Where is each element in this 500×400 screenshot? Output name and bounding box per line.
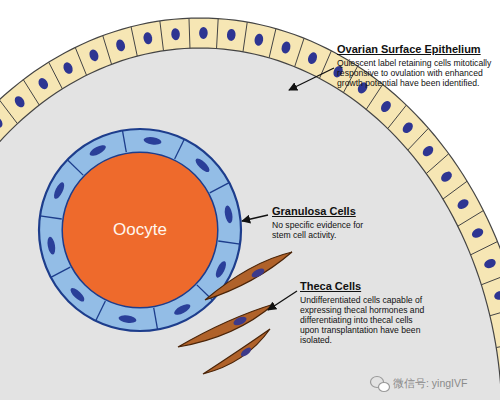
- cell-wall: [443, 181, 467, 199]
- cell-nucleus: [88, 143, 107, 158]
- watermark-bubble: [379, 383, 390, 392]
- cell-wall: [122, 131, 126, 153]
- cell-nucleus: [52, 181, 66, 200]
- cell-nucleus: [226, 28, 236, 41]
- leader-arrow: [268, 291, 297, 310]
- oocyte-circle: Oocyte: [61, 151, 219, 309]
- cell-wall: [154, 308, 158, 330]
- ovary-stroma: [0, 48, 500, 400]
- theca-nucleus: [232, 315, 248, 327]
- cell-wall: [67, 160, 83, 175]
- cell-nucleus: [46, 236, 56, 255]
- cell-wall: [96, 301, 106, 321]
- cell-wall: [481, 274, 500, 285]
- cell-nucleus: [493, 289, 500, 301]
- cell-nucleus: [173, 302, 192, 317]
- cell-wall: [40, 216, 62, 219]
- cell-nucleus: [0, 115, 5, 130]
- cell-nucleus: [37, 76, 50, 91]
- cell-wall: [210, 183, 229, 193]
- cell-nucleus: [483, 257, 497, 270]
- cell-wall: [295, 38, 304, 66]
- ovary-background: [0, 18, 500, 400]
- cell-wall: [131, 27, 137, 56]
- oocyte-label: Oocyte: [61, 220, 219, 240]
- granulosa-ring: [39, 129, 241, 331]
- cell-nucleus: [118, 314, 137, 324]
- leader-arrow: [289, 68, 334, 90]
- cell-wall: [75, 47, 86, 75]
- cell-wall: [388, 105, 407, 128]
- cell-wall: [175, 139, 185, 159]
- cell-nucleus: [88, 48, 100, 62]
- leader-lines: [242, 68, 334, 310]
- theca-cell: [205, 252, 292, 300]
- callout-note: Quiescent label retaining cells mitotica…: [337, 58, 495, 88]
- cell-wall: [0, 100, 17, 124]
- cell-nucleus: [13, 94, 27, 109]
- cell-nucleus: [214, 260, 228, 279]
- cell-nucleus: [456, 197, 471, 211]
- callout-heading: Ovarian Surface Epithelium: [337, 43, 497, 56]
- cell-nucleus: [379, 99, 393, 114]
- watermark: 微信号: yingIVF: [393, 377, 499, 389]
- callout-heading: Granulosa Cells: [272, 205, 392, 218]
- cell-nucleus: [306, 51, 318, 65]
- watermark-icon: [371, 377, 390, 392]
- cell-nucleus: [143, 136, 162, 146]
- theca-nucleus: [239, 346, 252, 358]
- cell-wall: [217, 19, 219, 49]
- leader-arrow: [242, 215, 268, 221]
- cell-wall: [218, 241, 240, 244]
- callout-note: Undifferentiated cells capable of expres…: [300, 295, 428, 345]
- cell-wall: [471, 242, 498, 255]
- cell-wall: [188, 18, 190, 48]
- epithelium-band: [0, 18, 500, 400]
- cell-wall: [103, 36, 112, 65]
- cell-wall: [490, 307, 500, 315]
- granulosa-layer: [39, 129, 241, 331]
- cell-wall: [458, 211, 484, 227]
- cell-nucleus: [194, 156, 212, 174]
- cell-wall: [51, 267, 70, 277]
- cell-nucleus: [421, 144, 436, 159]
- cell-nucleus: [199, 27, 208, 39]
- cell-nucleus: [470, 226, 485, 239]
- callout-heading: Theca Cells: [300, 280, 420, 293]
- cell-nucleus: [69, 286, 87, 304]
- cell-nucleus: [171, 28, 180, 41]
- callout-note: No specific evidence for stem cell activ…: [272, 220, 384, 240]
- cell-nucleus: [62, 61, 75, 75]
- cell-wall: [160, 21, 164, 51]
- cell-wall: [496, 342, 500, 348]
- theca-nucleus: [250, 267, 266, 280]
- cell-wall: [408, 128, 429, 150]
- cell-nucleus: [115, 38, 126, 52]
- cell-wall: [243, 22, 247, 52]
- theca-cell: [203, 329, 270, 374]
- cell-wall: [49, 62, 63, 89]
- cell-wall: [269, 29, 276, 58]
- cell-nucleus: [143, 32, 153, 45]
- cell-nucleus: [280, 41, 292, 55]
- cell-wall: [23, 80, 39, 105]
- cell-nucleus: [401, 120, 415, 135]
- cell-wall: [366, 84, 383, 109]
- cell-wall: [426, 154, 448, 174]
- cell-nucleus: [254, 33, 265, 46]
- cell-nucleus: [439, 170, 454, 184]
- cell-nucleus: [224, 205, 234, 224]
